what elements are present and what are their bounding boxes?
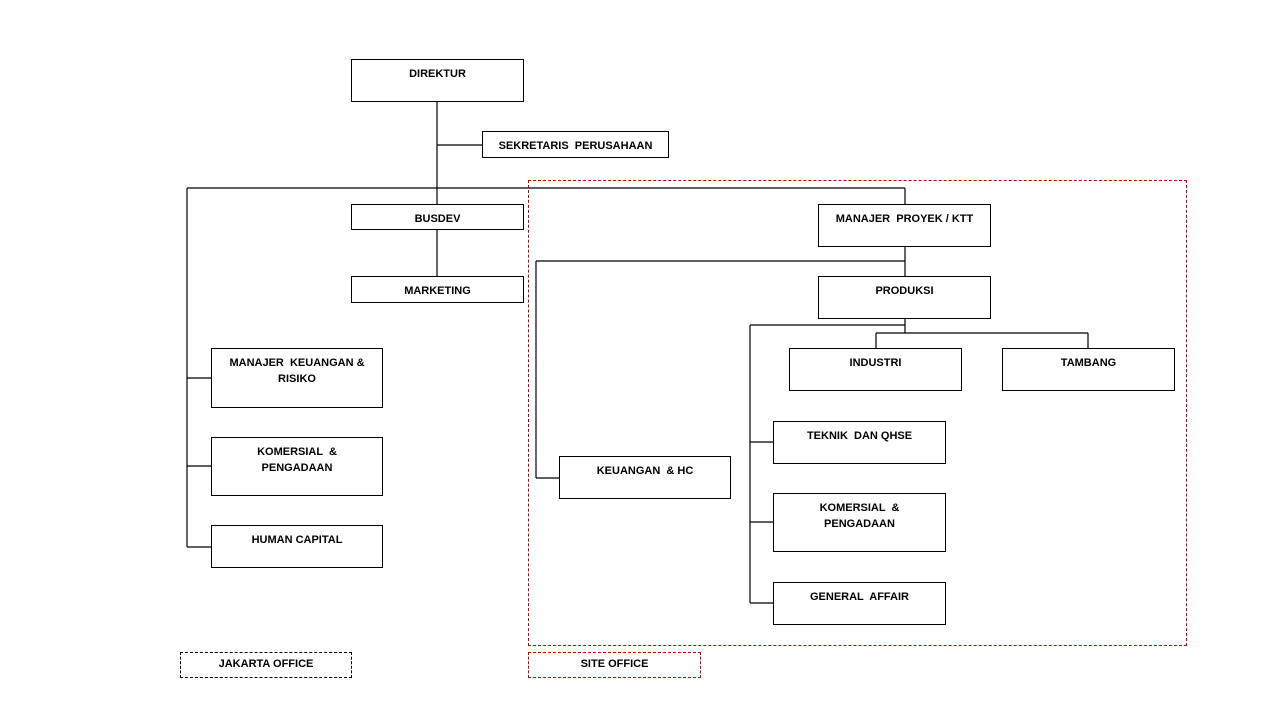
box-industri: INDUSTRI xyxy=(789,348,962,391)
label-teknik-qhse: TEKNIK DAN QHSE xyxy=(806,430,913,442)
label-marketing: MARKETING xyxy=(404,285,471,297)
label-manajer-keuangan-risiko: MANAJER KEUANGAN & RISIKO xyxy=(229,357,365,385)
box-busdev: BUSDEV xyxy=(351,204,524,230)
label-komersial-pengadaan-site: KOMERSIAL & PENGADAAN xyxy=(819,502,900,530)
legend-jakarta-office-label: JAKARTA OFFICE xyxy=(218,658,314,670)
legend-site-office-label: SITE OFFICE xyxy=(580,658,649,670)
box-komersial-pengadaan-jakarta: KOMERSIAL & PENGADAAN xyxy=(211,437,383,496)
label-tambang: TAMBANG xyxy=(1060,357,1117,369)
label-direktur: DIREKTUR xyxy=(409,68,466,80)
box-keuangan-hc: KEUANGAN & HC xyxy=(559,456,731,499)
label-produksi: PRODUKSI xyxy=(875,285,934,297)
box-direktur: DIREKTUR xyxy=(351,59,524,102)
label-keuangan-hc: KEUANGAN & HC xyxy=(596,465,694,477)
box-produksi: PRODUKSI xyxy=(818,276,991,319)
box-human-capital: HUMAN CAPITAL xyxy=(211,525,383,568)
label-manajer-proyek-ktt: MANAJER PROYEK / KTT xyxy=(835,213,974,225)
legend-jakarta-office: JAKARTA OFFICE xyxy=(180,652,352,678)
label-sekretaris-perusahaan: SEKRETARIS PERUSAHAAN xyxy=(498,140,653,152)
label-industri: INDUSTRI xyxy=(849,357,902,369)
label-human-capital: HUMAN CAPITAL xyxy=(251,534,343,546)
label-komersial-pengadaan-jakarta: KOMERSIAL & PENGADAAN xyxy=(257,446,337,474)
box-manajer-proyek-ktt: MANAJER PROYEK / KTT xyxy=(818,204,991,247)
site-office-region xyxy=(528,180,1187,646)
box-teknik-qhse: TEKNIK DAN QHSE xyxy=(773,421,946,464)
legend-site-office: SITE OFFICE xyxy=(528,652,701,678)
box-general-affair: GENERAL AFFAIR xyxy=(773,582,946,625)
box-marketing: MARKETING xyxy=(351,276,524,303)
box-komersial-pengadaan-site: KOMERSIAL & PENGADAAN xyxy=(773,493,946,552)
box-tambang: TAMBANG xyxy=(1002,348,1175,391)
label-general-affair: GENERAL AFFAIR xyxy=(809,591,909,603)
label-busdev: BUSDEV xyxy=(414,213,461,225)
box-manajer-keuangan-risiko: MANAJER KEUANGAN & RISIKO xyxy=(211,348,383,408)
box-sekretaris-perusahaan: SEKRETARIS PERUSAHAAN xyxy=(482,131,669,158)
